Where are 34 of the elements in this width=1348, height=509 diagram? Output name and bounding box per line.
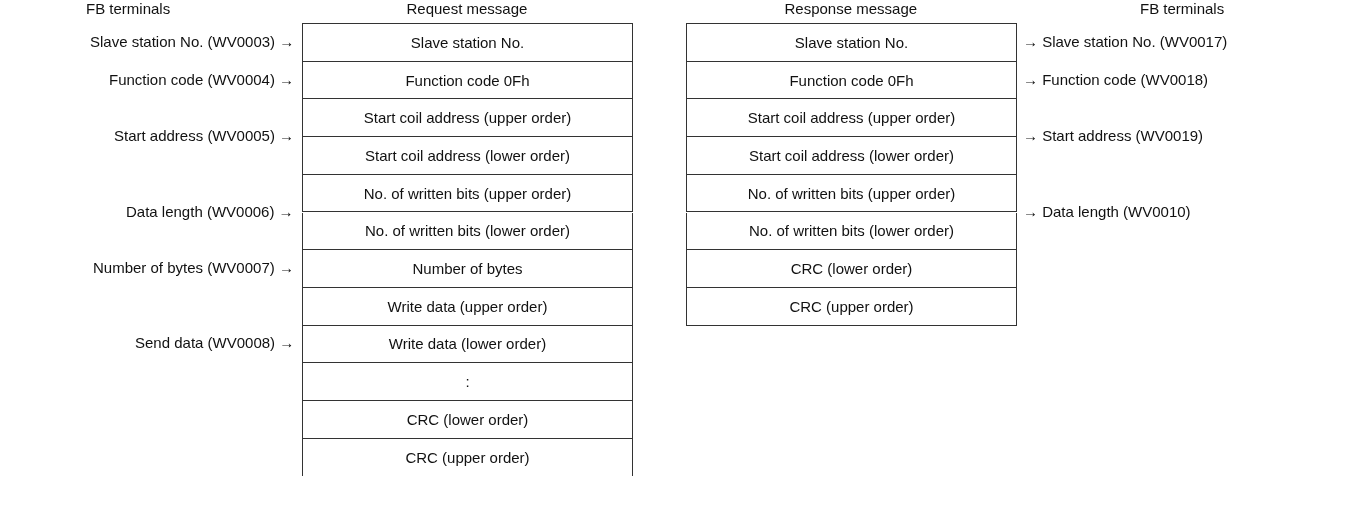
terminal-label: Send data (WV0008) → [135, 334, 295, 353]
terminal-label: → Data length (WV0010) [1023, 202, 1191, 221]
table-cell: Start coil address (upper order) [686, 99, 1017, 138]
terminal-label: Function code (WV0004) → [109, 70, 295, 89]
terminal-label: Data length (WV0006) → [126, 202, 294, 221]
table-cell: Function code 0Fh [302, 61, 633, 100]
table-cell: No. of written bits (lower order) [686, 212, 1017, 251]
table-cell: No. of written bits (lower order) [302, 212, 633, 251]
table-cell: Start coil address (lower order) [686, 137, 1017, 175]
table-cell: Slave station No. [686, 23, 1017, 62]
terminal-label: Number of bytes (WV0007) → [93, 259, 294, 278]
table-cell: Function code 0Fh [686, 61, 1017, 100]
terminal-label: → Slave station No. (WV0017) [1023, 32, 1228, 51]
table-cell: CRC (upper order) [302, 438, 633, 477]
table-cell: Write data (lower order) [302, 325, 633, 364]
table-cell: CRC (upper order) [686, 287, 1017, 326]
table-cell: CRC (lower order) [302, 401, 633, 439]
column-heading: Response message [784, 0, 918, 18]
terminal-label: Slave station No. (WV0003) → [90, 32, 295, 51]
table-cell: Slave station No. [302, 23, 633, 62]
terminal-label: → Start address (WV0019) [1023, 127, 1204, 146]
table-cell: Write data (upper order) [302, 287, 633, 326]
terminal-label: Start address (WV0005) → [114, 127, 295, 146]
table-cell: CRC (lower order) [686, 250, 1017, 288]
table-cell: : [302, 363, 633, 401]
table-cell: Start coil address (lower order) [302, 137, 633, 175]
table-cell: Number of bytes [302, 250, 633, 288]
table-cell: Start coil address (upper order) [302, 99, 633, 138]
table-cell: No. of written bits (upper order) [302, 174, 633, 213]
terminal-label: → Function code (WV0018) [1023, 70, 1209, 89]
table-cell: No. of written bits (upper order) [686, 174, 1017, 213]
column-heading: FB terminals [1140, 0, 1225, 18]
column-heading: Request message [406, 0, 528, 18]
column-heading: FB terminals [86, 0, 171, 18]
